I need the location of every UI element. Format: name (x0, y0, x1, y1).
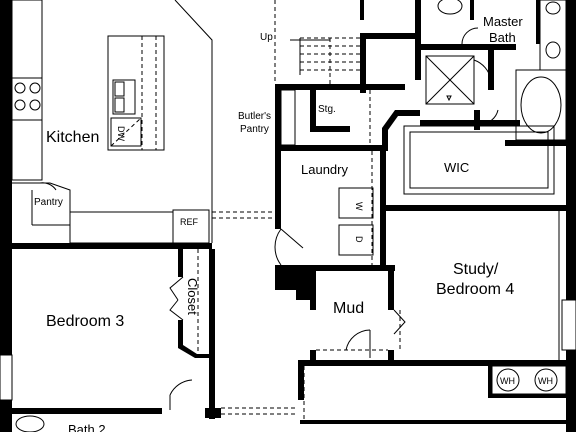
laundry-label: Laundry (301, 162, 348, 177)
dw-label: DW (116, 126, 126, 141)
water-heater-label-1: WH (500, 376, 515, 386)
study-label-2: Bedroom 4 (436, 281, 514, 298)
butlers-label-2: Pantry (240, 124, 269, 135)
ref-label: REF (180, 217, 199, 227)
bedroom3-label: Bedroom 3 (46, 313, 124, 330)
dryer-label: D (354, 236, 364, 243)
closet-label: Closet (185, 278, 200, 315)
up-label: Up (260, 32, 273, 43)
washer-label: W (354, 202, 364, 211)
labels: Kitchen Pantry REF DW Up Butler's Pantry… (34, 14, 553, 432)
pantry-label: Pantry (34, 197, 63, 208)
wic-label: WIC (444, 160, 469, 175)
kitchen-label: Kitchen (46, 129, 99, 146)
mud-label: Mud (333, 300, 364, 317)
master-bath-label-1: Master (483, 14, 523, 29)
study-label-1: Study/ (453, 261, 499, 278)
water-heater-label-2: WH (538, 376, 553, 386)
bath2-label: Bath 2 (68, 422, 106, 432)
master-bath-label-2: Bath (489, 30, 516, 45)
storage-label: Stg. (318, 104, 336, 115)
butlers-label-1: Butler's (238, 111, 271, 122)
